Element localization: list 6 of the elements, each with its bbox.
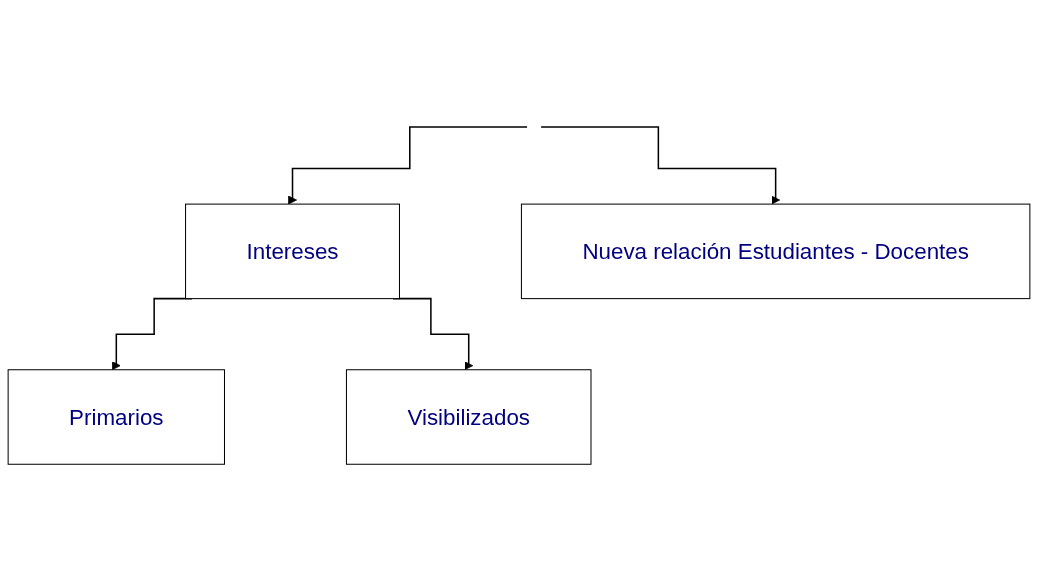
arrow (288, 126, 528, 205)
arrow (540, 126, 781, 205)
node-box: Primarios (7, 369, 225, 465)
node-box: Visibilizados (345, 369, 592, 465)
node-box: Nueva relación Estudiantes - Docentes (520, 203, 1031, 300)
node-box: Intereses (185, 203, 400, 300)
